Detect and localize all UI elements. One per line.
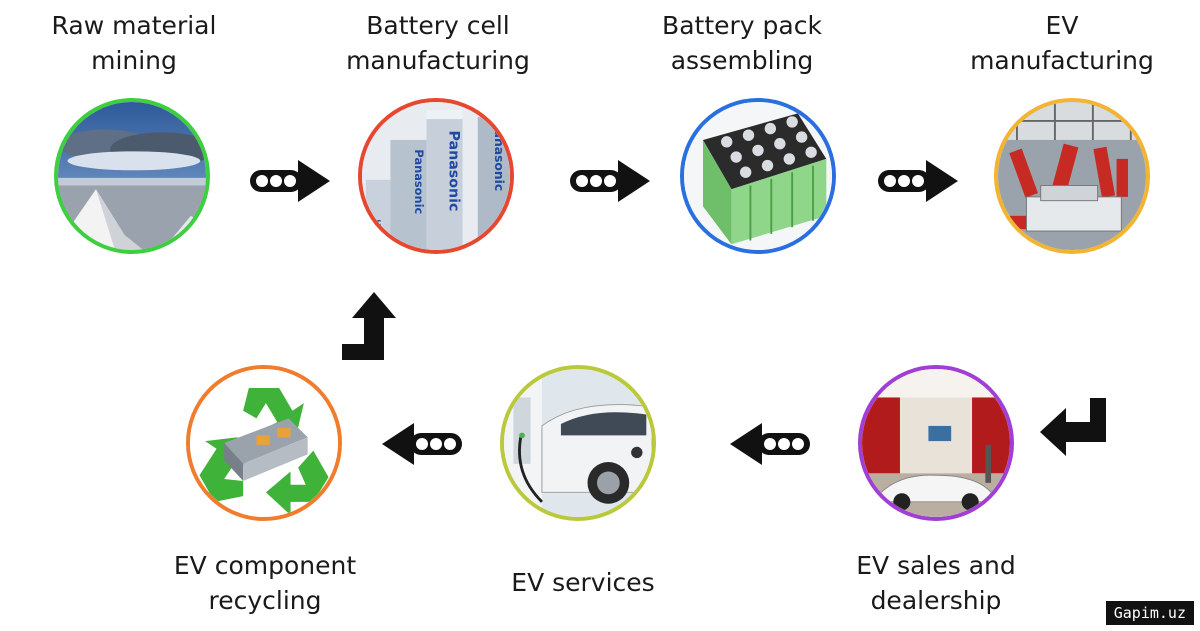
arrow-bend-up: [342, 292, 396, 360]
step-label-cell: Battery cell manufacturing: [346, 11, 530, 75]
arrow-left-1: [730, 423, 810, 465]
battery-cells-image: Panasonic Panasonic Panasonic nic: [362, 102, 510, 250]
step-label-services: EV services: [511, 568, 655, 597]
step-image-ev: [994, 98, 1150, 254]
arrow-right-2: [570, 160, 650, 202]
brand-text-2: Panasonic: [412, 149, 426, 214]
step-image-services: [500, 365, 656, 521]
battery-pack-image: [684, 102, 832, 250]
arrow-right-1: [250, 160, 330, 202]
salt-flat-image: [58, 102, 206, 250]
step-image-pack: [680, 98, 836, 254]
factory-robots-image: [998, 102, 1146, 250]
battery-pack-graphic: [224, 418, 308, 481]
recycle-icon: [190, 369, 338, 517]
brand-text-4: nic: [366, 217, 382, 228]
arrow-right-3: [878, 160, 958, 202]
showroom-image: [862, 369, 1010, 517]
step-label-ev: EV manufacturing: [970, 11, 1154, 75]
step-image-mining: [54, 98, 210, 254]
step-image-recycling: [186, 365, 342, 521]
step-image-cell: Panasonic Panasonic Panasonic nic: [358, 98, 514, 254]
charging-car-image: [504, 369, 652, 517]
step-label-recycling: EV component recycling: [173, 551, 357, 615]
arrow-left-2: [382, 423, 462, 465]
step-label-sales: EV sales and dealership: [856, 551, 1016, 615]
arrow-bend-down-left: [1040, 398, 1106, 456]
brand-text-3: Panasonic: [492, 121, 506, 191]
step-image-sales: [858, 365, 1014, 521]
brand-text: Panasonic: [445, 130, 461, 211]
step-label-mining: Raw material mining: [51, 11, 217, 75]
watermark: Gapim.uz: [1105, 601, 1194, 625]
step-label-pack: Battery pack assembling: [662, 11, 822, 75]
